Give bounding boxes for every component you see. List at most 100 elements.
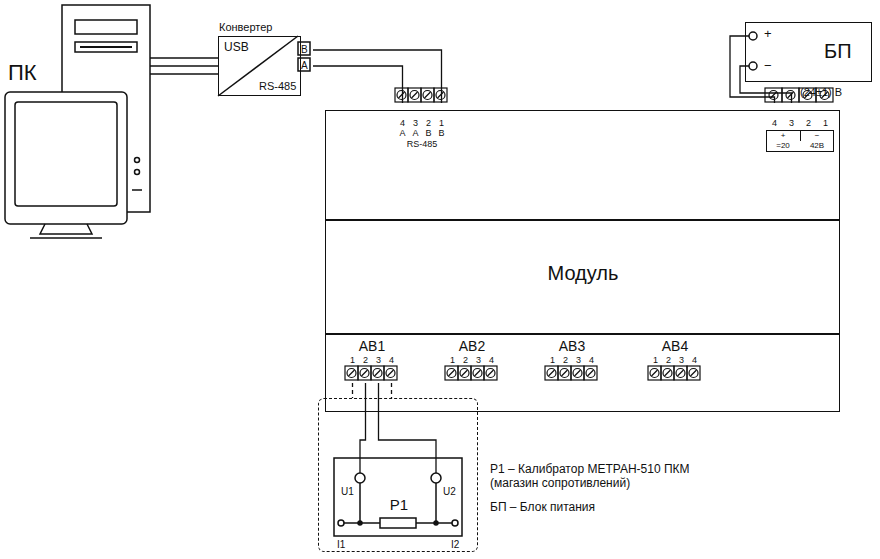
node-text: 2 <box>426 119 431 128</box>
node-text: Модуль <box>548 263 619 283</box>
node-text: 2 <box>806 119 811 128</box>
terminal-block: АВ2 1234 <box>446 339 498 383</box>
wire <box>313 50 442 103</box>
node-text: 42В <box>810 142 824 150</box>
calibrator-body <box>334 458 462 536</box>
band-divider <box>326 219 839 221</box>
node-text: Р1 <box>390 497 408 512</box>
terminal-u1 <box>355 473 365 483</box>
node-text: + <box>781 132 786 140</box>
node-text: АВ2 <box>459 339 485 353</box>
node-text: RS-485 <box>407 140 438 149</box>
drive-bay <box>75 42 137 52</box>
screw-terminal <box>484 366 497 380</box>
node-text: 4 <box>589 356 594 365</box>
calibrator-area: Р1U1U2I1I2 <box>318 398 478 552</box>
terminal-block: 4 3 2 1 + − =20 42В <box>766 103 834 153</box>
node-text: 1 <box>350 356 355 365</box>
node-text: 2 <box>666 356 671 365</box>
pc-monitor <box>5 92 127 224</box>
node-text: B <box>425 129 431 138</box>
terminal-u2 <box>431 473 441 483</box>
node-text: АВ1 <box>359 339 385 353</box>
note-label: A <box>301 60 308 72</box>
node-text: 1 <box>450 356 455 365</box>
terminal-block: АВ3 1234 <box>546 339 598 383</box>
terminal-block: АВ11234 <box>346 339 398 383</box>
screw-terminal <box>434 88 447 102</box>
node-text: 3 <box>576 356 581 365</box>
screw-terminal <box>765 88 782 102</box>
screw-terminal <box>371 366 384 380</box>
screw-terminal <box>458 366 471 380</box>
node-text: 4 <box>400 119 405 128</box>
screw-terminal <box>661 366 674 380</box>
note-label: БП – Блок питания <box>490 500 595 514</box>
node-text: B <box>438 129 444 138</box>
node-text: 2 <box>463 356 468 365</box>
node-text: A <box>399 129 405 138</box>
terminal-block: 4321AABBRS-485 <box>396 103 448 151</box>
screw-terminal <box>445 366 458 380</box>
terminal-block: АВ41234 <box>649 339 701 383</box>
node-text: 3 <box>413 119 418 128</box>
table-divider <box>800 131 801 141</box>
wire <box>150 58 218 74</box>
band-divider <box>326 333 839 335</box>
converter-box: КонвертерUSBRS-485 <box>218 36 301 96</box>
supply-terminal <box>749 32 757 40</box>
wire <box>353 383 437 473</box>
screw-terminal <box>584 366 597 380</box>
node-text: 4 <box>489 356 494 365</box>
node-text: I2 <box>451 540 459 550</box>
node-text: Конвертер <box>219 22 272 33</box>
converter-terminal <box>298 58 310 71</box>
node-text: 3 <box>476 356 481 365</box>
screw-terminal <box>782 88 799 102</box>
note-label: Р1 – Калибратор МЕТРАН-510 ПКМ (магазин … <box>490 462 705 491</box>
screw-terminal <box>421 88 434 102</box>
screw-terminal <box>345 366 358 380</box>
node-text: 4 <box>772 119 777 128</box>
screw-terminal <box>395 88 408 102</box>
node-text: 2 <box>563 356 568 365</box>
node-text: 1 <box>439 119 444 128</box>
node-text: 3 <box>789 119 794 128</box>
node-text: 1 <box>823 119 828 128</box>
power-supply-box: + − БП <box>745 22 872 82</box>
screw-terminal <box>571 366 584 380</box>
screw-terminal <box>384 366 397 380</box>
screw-terminal <box>471 366 484 380</box>
node-text: 3 <box>679 356 684 365</box>
screw-terminal <box>687 366 700 380</box>
node-text: =20 <box>776 142 790 150</box>
node-text: RS-485 <box>259 81 296 92</box>
node-text: + <box>764 27 772 40</box>
node-text: 2 <box>363 356 368 365</box>
supply-terminal <box>749 62 757 70</box>
node-text: − <box>815 132 820 140</box>
drive-bay <box>75 20 137 34</box>
note-label: (24±1) В <box>800 86 842 99</box>
node-text: БП <box>824 41 852 61</box>
screw-terminal <box>358 366 371 380</box>
node-text: − <box>764 59 772 72</box>
wire <box>730 36 792 103</box>
converter-terminal <box>298 42 310 55</box>
screw-terminal <box>558 366 571 380</box>
node-text: 4 <box>389 356 394 365</box>
note-label: B <box>301 44 308 56</box>
module-box: Модуль4321AABBRS-4854321+−=2042ВАВ11234А… <box>325 110 840 412</box>
node-text: U2 <box>443 487 456 497</box>
node-text: 1 <box>653 356 658 365</box>
node-text: A <box>412 129 418 138</box>
node-text: ПК <box>8 62 37 84</box>
screw-terminal <box>408 88 421 102</box>
node-text: АВ4 <box>662 339 688 353</box>
node-text: АВ3 <box>559 339 585 353</box>
node-text: 1 <box>550 356 555 365</box>
converter-diagonal <box>218 36 298 96</box>
computer: ПК <box>5 5 150 240</box>
node-text: USB <box>224 41 249 53</box>
